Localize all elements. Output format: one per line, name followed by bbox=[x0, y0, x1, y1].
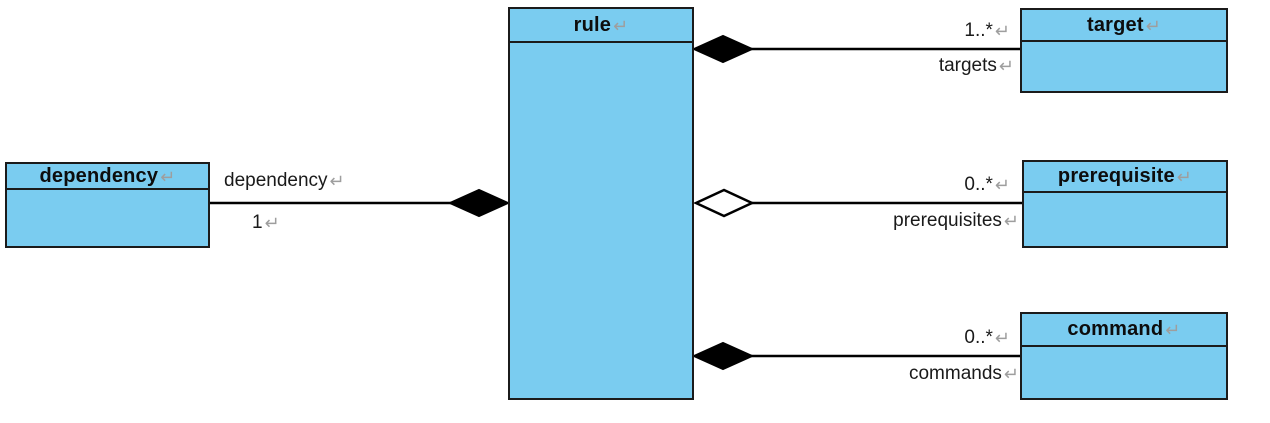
return-glyph: ↵ bbox=[994, 21, 1010, 41]
class-box-rule[interactable]: rule↵ bbox=[508, 7, 694, 400]
class-name-prerequisite: prerequisite↵ bbox=[1024, 162, 1226, 193]
class-box-target[interactable]: target↵ bbox=[1020, 8, 1228, 93]
multiplicity-label-prerequisite: 0..*↵ bbox=[964, 174, 1010, 195]
class-box-command[interactable]: command↵ bbox=[1020, 312, 1228, 400]
multiplicity-label-command: 0..*↵ bbox=[964, 327, 1010, 348]
return-glyph: ↵ bbox=[329, 171, 345, 191]
return-glyph: ↵ bbox=[1165, 320, 1181, 340]
return-glyph: ↵ bbox=[1003, 364, 1019, 384]
return-glyph: ↵ bbox=[998, 56, 1014, 76]
multiplicity-label-target: 1..*↵ bbox=[964, 20, 1010, 41]
role-label-targets: targets↵ bbox=[938, 55, 1014, 76]
return-glyph: ↵ bbox=[1145, 15, 1162, 36]
class-name-text: prerequisite bbox=[1057, 165, 1175, 187]
association-rule-prerequisite bbox=[693, 188, 1022, 218]
role-label-commands: commands↵ bbox=[908, 363, 1019, 384]
return-glyph: ↵ bbox=[994, 175, 1010, 195]
aggregation-diamond-rule-prerequisite bbox=[693, 188, 755, 218]
return-glyph: ↵ bbox=[264, 213, 280, 233]
return-glyph: ↵ bbox=[1003, 211, 1019, 231]
class-name-text: target bbox=[1086, 13, 1144, 36]
role-label-dependency: dependency↵ bbox=[224, 170, 345, 191]
composition-diamond-rule-target bbox=[691, 34, 755, 64]
class-name-text: command bbox=[1067, 318, 1164, 340]
class-box-dependency[interactable]: dependency↵ bbox=[5, 162, 210, 248]
multiplicity-label-dependency: 1↵ bbox=[252, 212, 280, 233]
association-rule-target bbox=[691, 34, 1020, 64]
class-name-rule: rule↵ bbox=[510, 9, 692, 43]
association-dependency-rule bbox=[210, 188, 511, 218]
composition-diamond-rule-command bbox=[691, 341, 755, 371]
class-box-prerequisite[interactable]: prerequisite↵ bbox=[1022, 160, 1228, 248]
return-glyph: ↵ bbox=[994, 328, 1010, 348]
class-name-text: rule bbox=[573, 13, 612, 36]
role-label-prerequisites: prerequisites↵ bbox=[893, 210, 1019, 231]
return-glyph: ↵ bbox=[1176, 167, 1193, 187]
association-rule-command bbox=[691, 341, 1020, 371]
class-name-dependency: dependency↵ bbox=[7, 164, 208, 190]
class-name-command: command↵ bbox=[1022, 314, 1226, 347]
class-name-text: dependency bbox=[39, 164, 159, 187]
return-glyph: ↵ bbox=[613, 15, 629, 36]
return-glyph: ↵ bbox=[160, 166, 176, 187]
composition-diamond-dependency-rule bbox=[447, 188, 511, 218]
class-name-target: target↵ bbox=[1022, 10, 1226, 42]
